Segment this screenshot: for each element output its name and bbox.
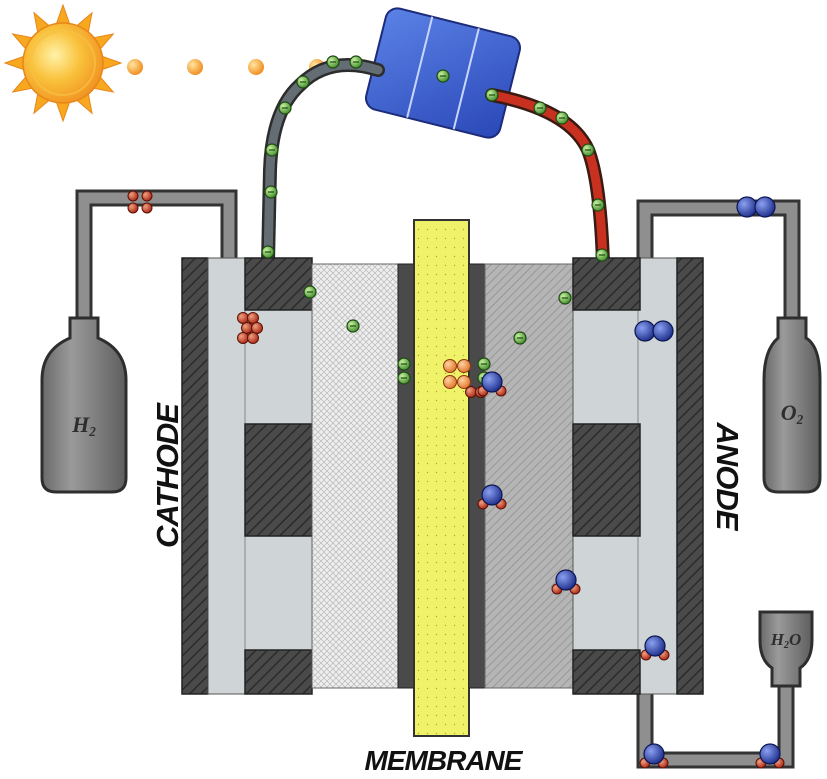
water-molecule-icon (477, 371, 507, 397)
h2o-tank-label: H2O (770, 630, 802, 651)
electron-icon (265, 143, 279, 157)
electron-icon (558, 291, 572, 305)
wire-to-anode (485, 88, 610, 269)
oxygen-molecule-icon (634, 320, 674, 342)
electron-icon (436, 69, 450, 83)
water-molecule-icon (551, 569, 581, 595)
electron-icon (261, 245, 275, 259)
hydrogen-molecule-icon (241, 322, 263, 334)
photon (127, 59, 143, 75)
h2-tank (40, 316, 128, 494)
electron-icon (346, 319, 360, 333)
anode-catalyst-layer (468, 263, 574, 689)
electron-icon (349, 55, 363, 69)
membrane-label: MEMBRANE (364, 745, 523, 776)
electrons (261, 55, 609, 385)
electron-icon (477, 357, 491, 371)
water-pipe (636, 680, 795, 769)
electron-icon (264, 185, 278, 199)
electron-icon (485, 88, 499, 102)
h2-tank-label: H2 (72, 412, 96, 439)
electron-icon (555, 111, 569, 125)
cathode-label: CATHODE (150, 404, 185, 548)
o2-pipe (636, 199, 801, 320)
electron-icon (397, 371, 411, 385)
electron-icon (581, 143, 595, 157)
anode-label: ANODE (710, 422, 745, 530)
electron-icon (278, 101, 292, 115)
water-molecule-icon (755, 743, 785, 769)
cathode-catalyst-layer (311, 263, 415, 689)
electron-icon (595, 248, 609, 262)
molecules (127, 190, 785, 769)
photon (187, 59, 203, 75)
proton-icon (457, 359, 471, 373)
proton-icon (457, 375, 471, 389)
oxygen-molecule-icon (736, 196, 776, 218)
hydrogen-molecule-icon (237, 312, 259, 324)
electron-icon (591, 198, 605, 212)
electron-icon (397, 357, 411, 371)
sun-icon (3, 3, 123, 123)
membrane (413, 219, 470, 737)
water-molecule-icon (640, 635, 670, 661)
h2-pipe (75, 189, 238, 320)
proton-icon (443, 359, 457, 373)
water-molecule-icon (639, 743, 669, 769)
electron-icon (296, 75, 310, 89)
wire-to-cathode (261, 58, 385, 269)
proton-icon (443, 375, 457, 389)
h2o-tank (758, 610, 814, 688)
o2-tank (762, 316, 822, 494)
electron-icon (326, 55, 340, 69)
electron-icon (513, 331, 527, 345)
hydrogen-molecule-icon (237, 332, 259, 344)
electron-icon (303, 285, 317, 299)
photon (248, 59, 264, 75)
electron-icon (533, 101, 547, 115)
o2-tank-label: O2 (780, 400, 804, 427)
water-molecule-icon (477, 484, 507, 510)
